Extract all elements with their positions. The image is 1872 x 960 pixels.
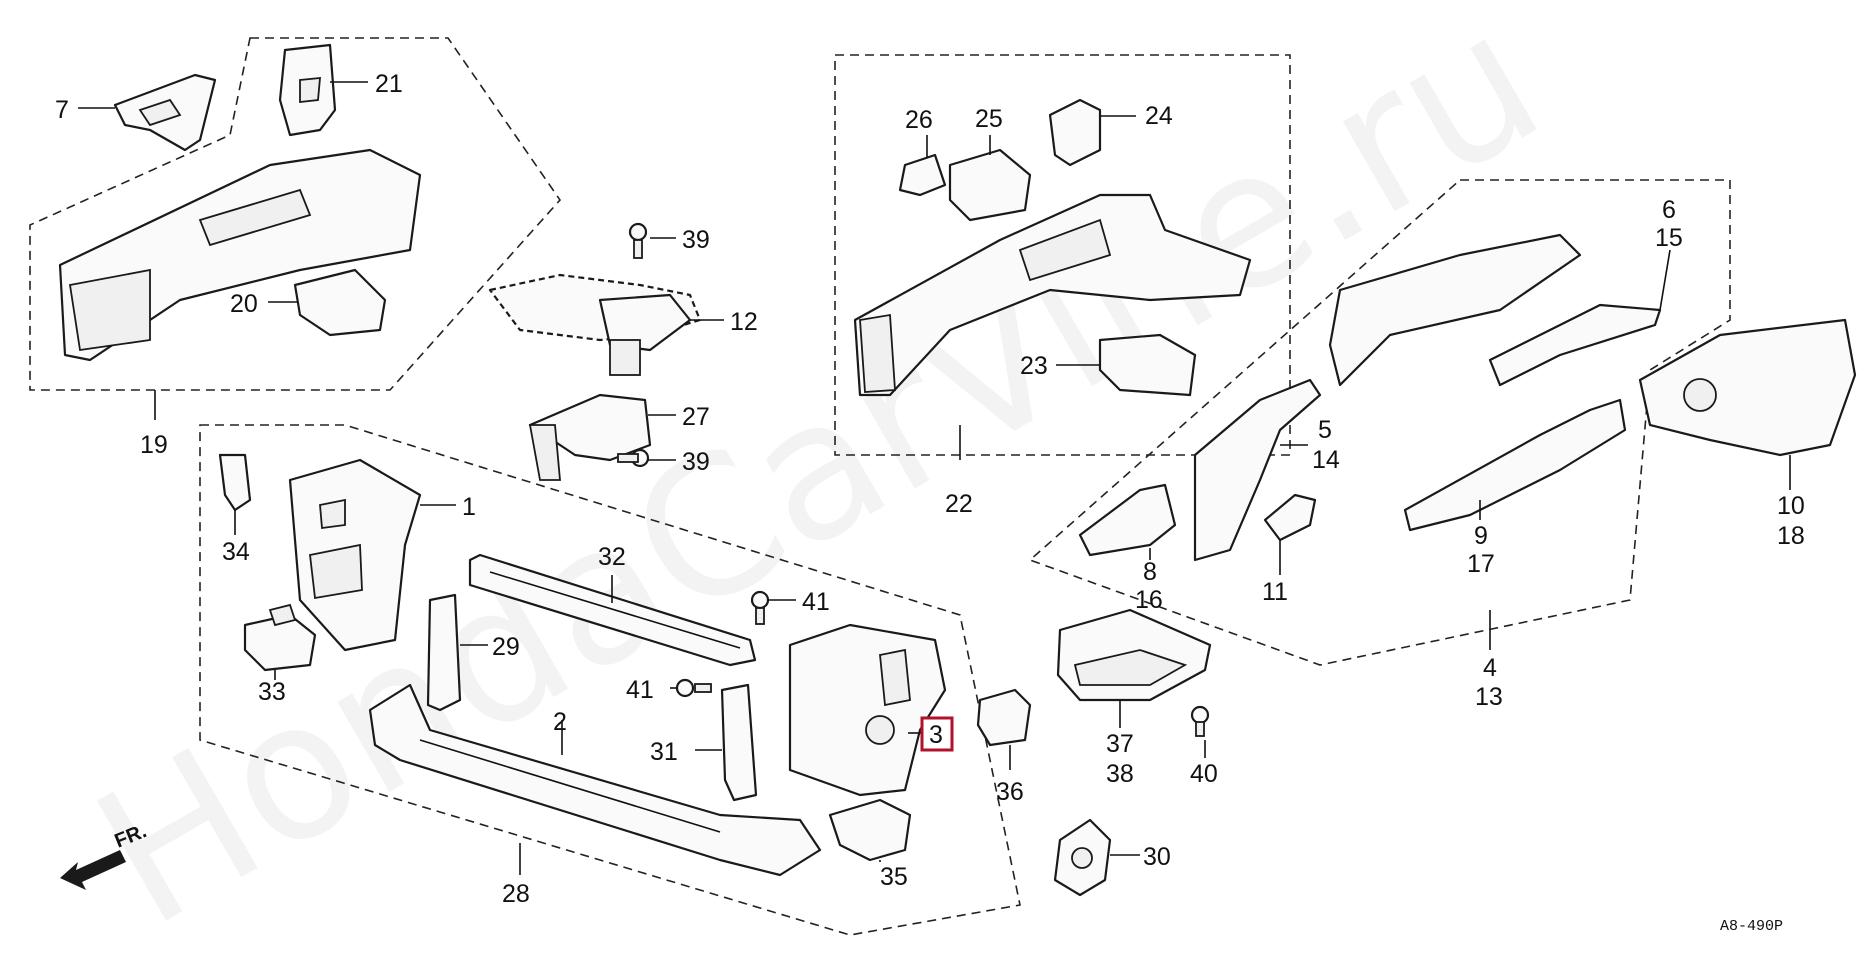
callout-28: 28 [502,880,530,908]
callout-21: 21 [375,70,403,98]
part-10-18-panel [1638,318,1857,457]
part-36-bracket [976,688,1032,747]
callout-13: 13 [1475,683,1503,711]
callout-2: 2 [553,708,567,736]
callout-40: 40 [1190,760,1218,788]
callout-5: 5 [1318,416,1332,444]
callout-38: 38 [1106,760,1134,788]
part-6-15-panel [1328,233,1662,387]
callout-4: 4 [1483,654,1497,682]
callout-10: 10 [1777,492,1805,520]
callout-20: 20 [230,290,258,318]
part-26-bracket [898,153,947,197]
callout-16: 16 [1135,586,1163,614]
callout-9: 9 [1474,522,1488,550]
part-12-bracket [488,273,702,376]
part-3-panel [788,623,947,797]
watermark: HondaCarVine.ru [62,0,1574,960]
leader-lines [78,81,1791,875]
part-22-frame [853,193,1252,397]
callout-29: 29 [492,633,520,661]
part-27-bracket [528,393,652,481]
callout-12: 12 [730,308,758,336]
callout-19: 19 [140,431,168,459]
part-8-16-bracket [1078,483,1177,557]
part-25-bracket [948,148,1032,222]
part-29-stay [426,593,462,712]
part-32-bar [468,553,757,667]
part-1-panel [288,458,422,652]
part-23-bracket [1098,333,1197,397]
part-40-clip [1190,705,1210,737]
callout-labels: 7 21 19 20 39 12 27 39 1 34 33 29 32 41 … [55,70,1805,908]
group-frame-22 [834,54,1291,456]
callout-41-left: 41 [626,676,654,704]
part-7-bracket [113,73,217,152]
highlight-box-3 [920,716,954,752]
callout-26: 26 [905,106,933,134]
callout-22: 22 [945,490,973,518]
callout-37: 37 [1106,730,1134,758]
callout-31: 31 [650,738,678,766]
callout-24: 24 [1145,102,1173,130]
part-20-bracket [293,268,387,337]
diagram-code: A8-490P [1720,918,1783,935]
callout-17: 17 [1467,550,1495,578]
callout-23: 23 [1020,352,1048,380]
callout-25: 25 [975,105,1003,133]
callout-7: 7 [55,96,69,124]
callout-14: 14 [1312,446,1340,474]
callout-30: 30 [1143,843,1171,871]
callout-15: 15 [1655,224,1683,252]
callout-8: 8 [1143,558,1157,586]
part-19-frame [58,148,422,362]
part-21-bracket [278,43,337,137]
callout-36: 36 [996,778,1024,806]
callout-27: 27 [682,403,710,431]
part-41b-bolt [675,678,712,698]
part-24-bracket [1048,98,1102,167]
callout-6: 6 [1662,196,1676,224]
callout-3[interactable]: 3 [929,721,943,749]
part-33-block [243,603,317,672]
group-frame-19 [29,37,562,391]
callout-11: 11 [1262,578,1288,606]
group-frame-28 [199,424,1021,936]
part-11-block [1263,493,1317,542]
callout-39-bottom: 39 [682,448,710,476]
front-arrow-icon [60,850,126,890]
group-frame-4 [1028,179,1731,666]
callout-33: 33 [258,678,286,706]
callout-41-right: 41 [802,588,830,616]
part-5-14-panel [1193,378,1322,562]
callout-35: 35 [880,863,908,891]
callout-39-top: 39 [682,226,710,254]
part-9-17-rail [1403,398,1627,532]
callout-1: 1 [462,493,476,521]
callout-34: 34 [222,538,250,566]
part-2-lower-bar [368,683,822,877]
part-39b-bolt [617,448,650,468]
part-31-stay [720,683,758,802]
part-30-gasket [1053,818,1112,897]
callout-32: 32 [598,543,626,571]
part-39a-bolt [628,222,648,259]
part-37-38-duct [1056,608,1212,702]
part-34-bracket [218,453,252,512]
callout-18: 18 [1777,522,1805,550]
part-35-bracket [828,798,912,862]
